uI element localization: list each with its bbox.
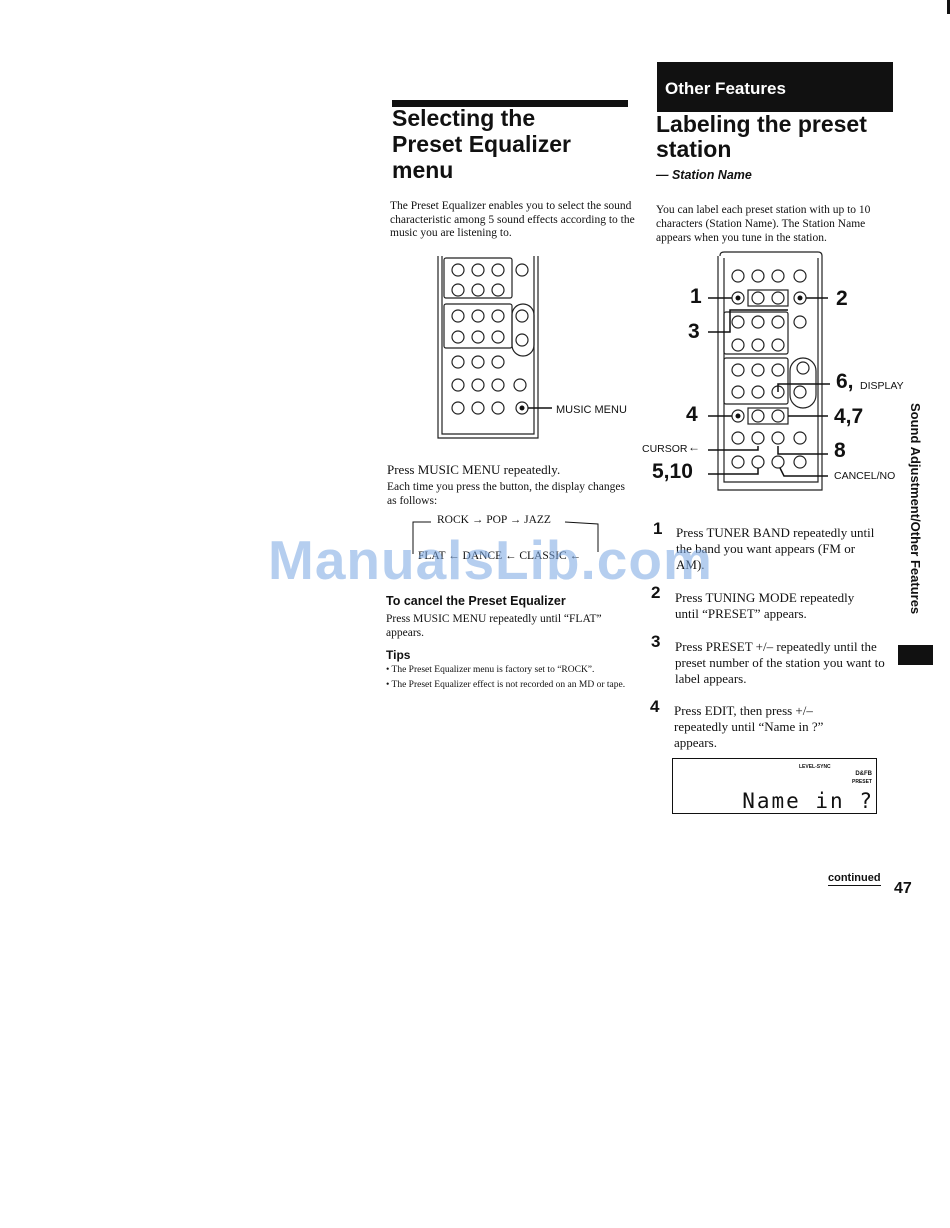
callout-2: 2 <box>836 287 848 310</box>
cancel-text: Press MUSIC MENU repeatedly until “FLAT”… <box>386 613 602 639</box>
lcd-level-sync: LEVEL-SYNC <box>799 764 831 770</box>
left-heading-line-1: Selecting the <box>392 105 536 131</box>
callout-6: 6, <box>836 370 854 393</box>
step-2-number: 2 <box>651 583 661 602</box>
right-heading-line-1: Labeling the preset <box>656 111 867 137</box>
cancel-heading: To cancel the Preset Equalizer <box>386 594 566 608</box>
lcd-main-text: Name in ? <box>742 789 874 813</box>
callout-4: 4 <box>686 403 698 426</box>
section-header: Other Features <box>657 62 893 112</box>
press-music-menu: Press MUSIC MENU repeatedly. <box>387 462 561 477</box>
tip-item: • The Preset Equalizer effect is not rec… <box>386 680 626 690</box>
step-1-number: 1 <box>653 519 663 538</box>
remote-figure-music-menu <box>437 256 552 439</box>
watermark: ManualsLib.com <box>268 529 713 591</box>
callout-8: 8 <box>834 439 846 462</box>
cursor-arrow-icon: ← <box>688 440 700 454</box>
right-intro-text: You can label each preset station with u… <box>656 204 871 244</box>
step-3-number: 3 <box>651 632 661 651</box>
callout-5-10: 5,10 <box>652 460 693 483</box>
display-label: DISPLAY <box>860 380 904 392</box>
cycle-row-1: ROCK → POP → JAZZ <box>437 514 551 526</box>
left-heading-line-2: Preset Equalizer <box>392 131 571 157</box>
tip-item: • The Preset Equalizer menu is factory s… <box>386 665 595 675</box>
lcd-indicator-preset: PRESET <box>851 779 872 785</box>
side-tab-marker <box>898 645 933 665</box>
step-1-text: Press TUNER BAND repeatedly until the ba… <box>676 525 875 572</box>
right-subtitle: — Station Name <box>656 168 752 182</box>
continued-label: continued <box>828 872 881 886</box>
left-intro-text: The Preset Equalizer enables you to sele… <box>390 200 635 239</box>
lcd-indicator-dfb: D&FB <box>855 771 872 777</box>
step-4-number: 4 <box>650 697 660 716</box>
step-2-text: Press TUNING MODE repeatedly until “PRES… <box>675 590 855 621</box>
callout-4-7: 4,7 <box>834 405 864 428</box>
cycle-row-2: FLAT ← DANCE ← CLASSIC ← <box>418 550 582 562</box>
music-menu-label: MUSIC MENU <box>556 404 627 416</box>
remote-figure-station-name <box>708 251 830 491</box>
tips-heading: Tips <box>386 648 411 662</box>
left-heading-line-3: menu <box>392 157 454 183</box>
step-4-text: Press EDIT, then press +/– repeatedly un… <box>674 703 824 750</box>
equalizer-cycle-diagram <box>412 521 599 554</box>
page-number: 47 <box>894 880 912 897</box>
left-heading: Selecting the Preset Equalizer menu <box>392 105 632 183</box>
step-3-text: Press PRESET +/– repeatedly until the pr… <box>675 639 885 686</box>
cursor-label: CURSOR <box>642 443 688 455</box>
cancel-no-label: CANCEL/NO <box>834 470 896 482</box>
callout-3: 3 <box>688 320 700 343</box>
lcd-display: LEVEL-SYNC D&FB PRESET Name in ? <box>672 758 877 814</box>
page-edge-mark <box>947 0 950 14</box>
each-time-text: Each time you press the button, the disp… <box>387 481 625 507</box>
right-heading-line-2: station <box>656 136 732 162</box>
right-heading: Labeling the preset station <box>656 112 916 162</box>
tips-list: • The Preset Equalizer menu is factory s… <box>386 665 626 695</box>
side-section-label: Sound Adjustment/Other Features <box>908 403 923 615</box>
title-rule <box>392 100 628 107</box>
callout-1: 1 <box>690 285 702 308</box>
